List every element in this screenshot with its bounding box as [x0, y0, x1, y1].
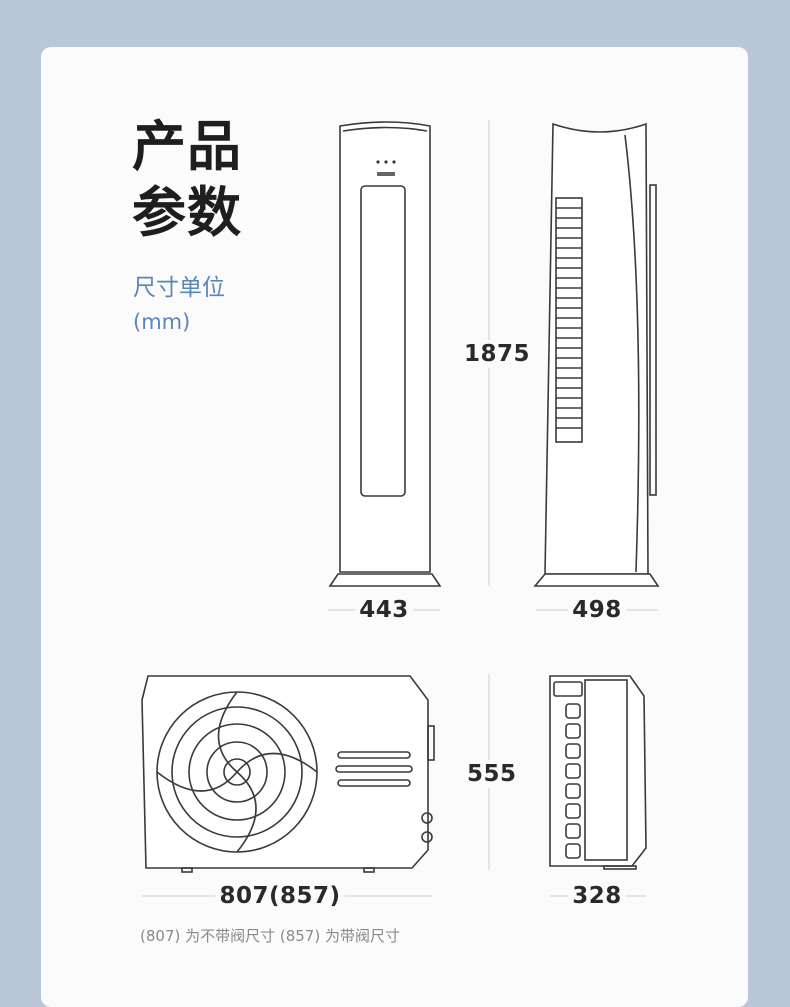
unit-value: (mm) — [133, 310, 191, 334]
outdoor-height-dimension: 555 — [463, 761, 521, 787]
unit-label: 尺寸单位 — [133, 275, 225, 301]
indoor-unit-front-view — [328, 121, 442, 587]
indoor-height-dimension: 1875 — [460, 341, 535, 367]
outdoor-depth-dimension: 328 — [568, 883, 626, 909]
outdoor-unit-side-view — [549, 675, 647, 870]
title-line-2: 参数 — [132, 181, 242, 244]
title-line-1: 产品 — [132, 115, 242, 178]
indoor-unit-side-view — [533, 122, 660, 587]
outdoor-unit-front-view — [141, 675, 435, 873]
page-title: 产品 参数 — [132, 114, 272, 246]
indoor-width-dimension: 443 — [355, 597, 413, 623]
outdoor-width-dimension: 807(857) — [215, 883, 345, 909]
indoor-depth-dimension: 498 — [568, 597, 626, 623]
valve-size-note: (807) 为不带阀尺寸 (857) 为带阀尺寸 — [140, 927, 400, 945]
